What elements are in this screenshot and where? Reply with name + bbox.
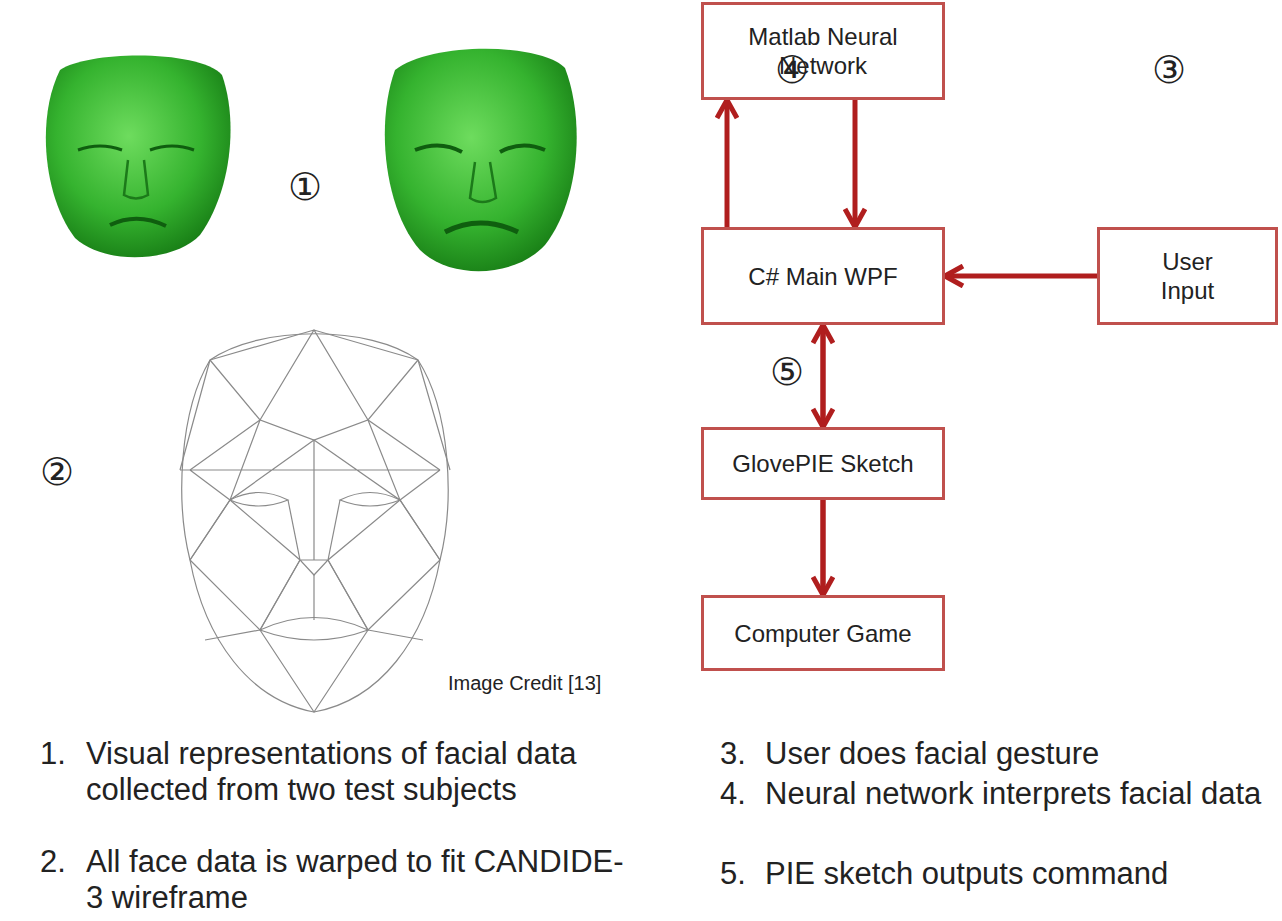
list-marker: 5.	[720, 856, 765, 892]
list-marker: 2.	[40, 844, 85, 880]
box-text: Computer Game	[734, 619, 911, 648]
list-marker: 1.	[40, 736, 85, 772]
process-box: Matlab Neural Network	[701, 2, 945, 100]
candide-wireframe	[180, 330, 450, 712]
green-face-2	[385, 49, 577, 271]
callout-number: ④	[775, 48, 825, 92]
note-text: All face data is warped to fit CANDIDE-3…	[86, 844, 626, 917]
process-box: Computer Game	[701, 595, 945, 671]
note-text: Visual representations of facial data co…	[86, 736, 626, 809]
flow-arrow	[945, 274, 1097, 279]
note-text: Neural network interprets facial data	[765, 776, 1265, 812]
callout-number: ③	[1152, 48, 1202, 92]
process-box: C# Main WPF	[701, 227, 945, 325]
callout-number: ②	[40, 450, 90, 494]
callout-number: ①	[288, 165, 338, 209]
box-text: Matlab Neural Network	[718, 22, 928, 80]
box-text: GlovePIE Sketch	[732, 449, 913, 478]
process-box: GlovePIE Sketch	[701, 427, 945, 500]
flow-arrow	[725, 100, 730, 227]
callout-number: ⑤	[770, 350, 820, 394]
box-text: C# Main WPF	[748, 262, 897, 291]
note-text: PIE sketch outputs command	[765, 856, 1265, 892]
note-text: User does facial gesture	[765, 736, 1265, 772]
box-text: User Input	[1143, 247, 1233, 305]
list-marker: 4.	[720, 776, 765, 812]
list-marker: 3.	[720, 736, 765, 772]
flow-arrow	[853, 100, 858, 227]
note-text: Image Credit [13]	[448, 672, 648, 695]
green-face-1	[46, 56, 231, 258]
process-box: User Input	[1097, 227, 1278, 325]
